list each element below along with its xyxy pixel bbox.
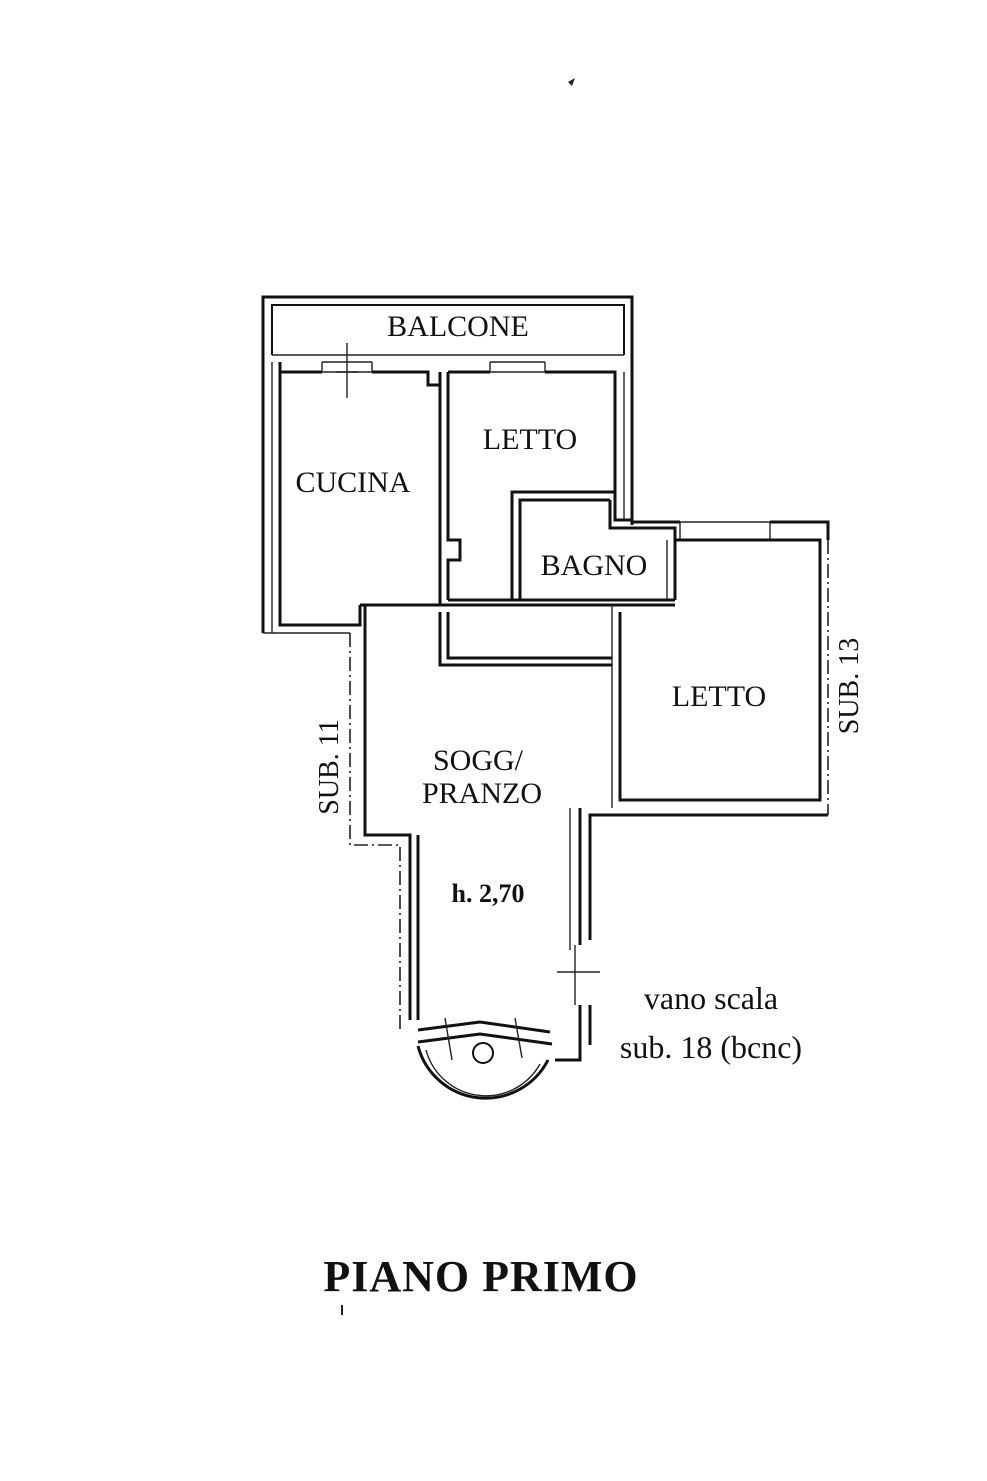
outer-walls-upper xyxy=(271,343,634,633)
wall-cucina-letto xyxy=(438,372,462,605)
corridor-walls xyxy=(438,612,612,667)
bay-window xyxy=(416,1017,553,1100)
room-label-letto-top: LETTO xyxy=(483,423,577,456)
neighbor-label-right: SUB. 13 xyxy=(834,638,865,734)
room-label-soggiorno-1: SOGG/ xyxy=(433,744,524,777)
room-label-cucina: CUCINA xyxy=(295,466,410,499)
scan-specks xyxy=(341,78,575,1315)
stair-note-line1: vano scala xyxy=(644,980,778,1016)
ceiling-height-label: h. 2,70 xyxy=(452,879,525,908)
floor-title: PIANO PRIMO xyxy=(323,1252,638,1301)
stair-note-line2: sub. 18 (bcnc) xyxy=(620,1029,802,1065)
outer-walls-right xyxy=(588,520,830,940)
room-label-balcone: BALCONE xyxy=(387,310,529,343)
room-label-letto-right: LETTO xyxy=(672,680,766,713)
balcone-walls xyxy=(261,295,634,633)
room-label-soggiorno-2: PRANZO xyxy=(422,777,542,810)
bagno-walls xyxy=(440,490,677,607)
soggiorno-walls xyxy=(263,603,600,1062)
neighbor-label-left: SUB. 11 xyxy=(314,719,345,814)
room-label-bagno: BAGNO xyxy=(541,549,648,582)
